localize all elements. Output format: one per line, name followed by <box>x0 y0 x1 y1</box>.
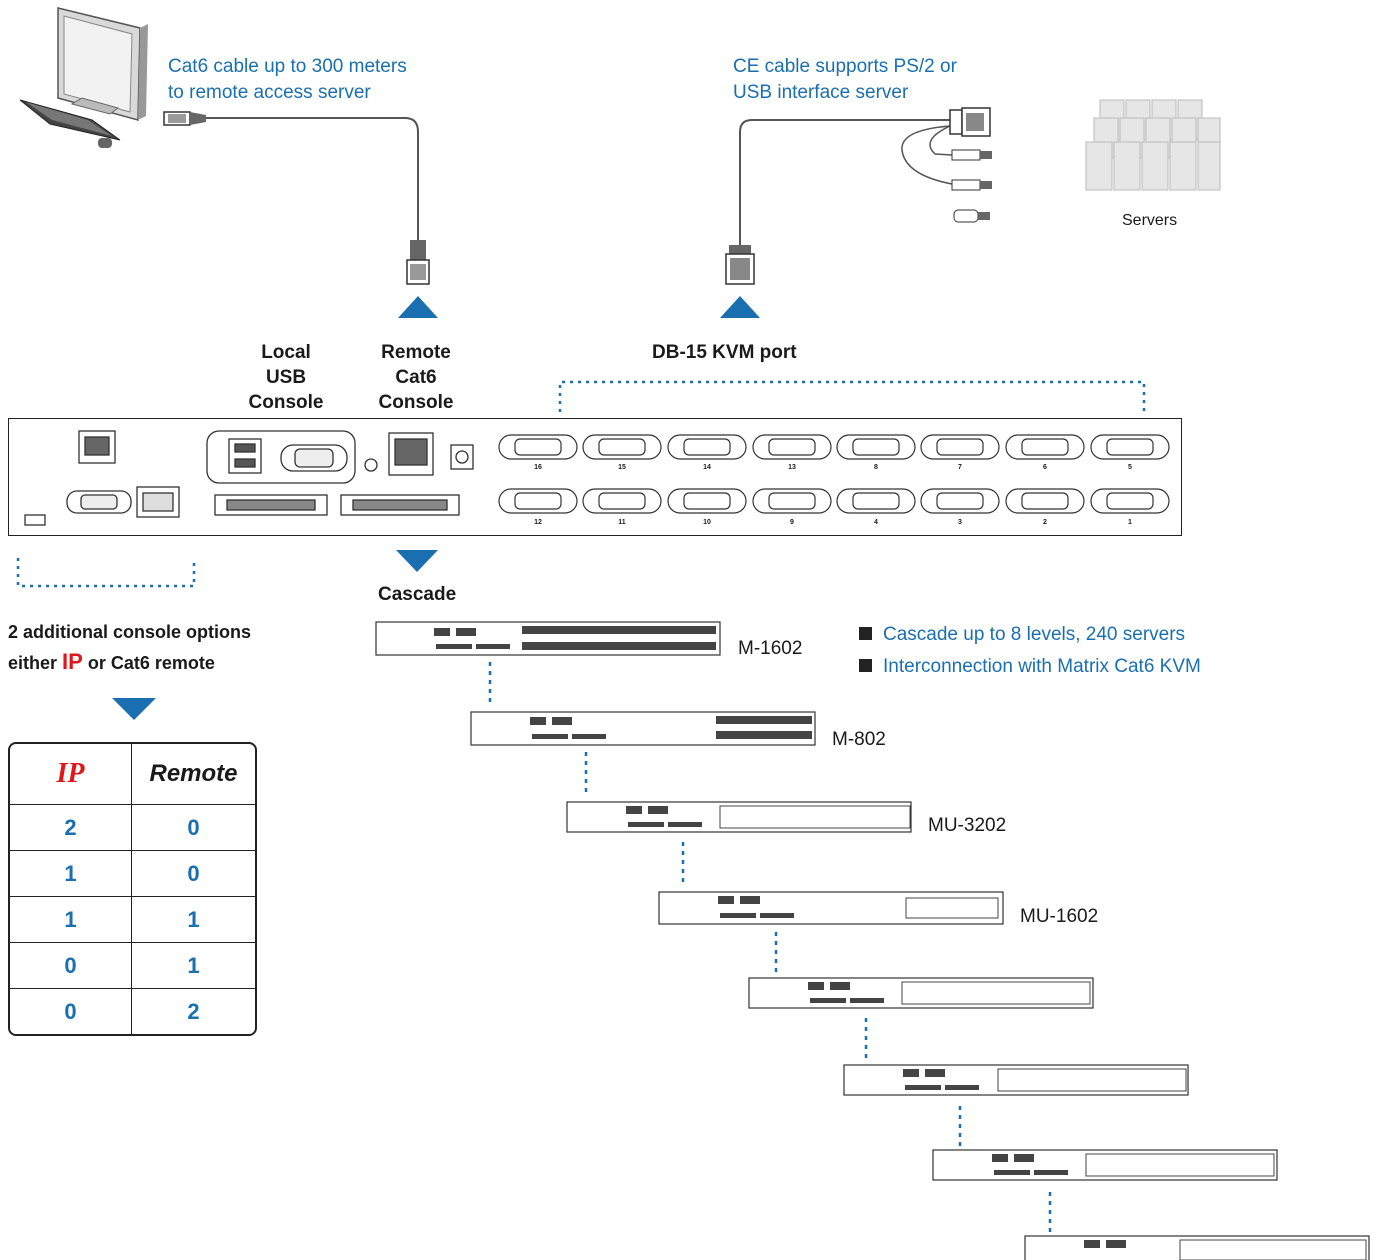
line2-suffix: or Cat6 remote <box>82 653 215 673</box>
remote-line3: Console <box>378 392 454 413</box>
port-number: 14 <box>703 464 711 471</box>
ip-cell: 2 <box>10 805 132 851</box>
line2-prefix: either <box>8 653 63 673</box>
servers-label: Servers <box>1122 212 1178 229</box>
line2-ip: IP <box>62 649 83 674</box>
db15-bracket <box>558 380 1146 412</box>
model-label-m802: M-802 <box>832 729 886 750</box>
cascade-label: Cascade <box>378 584 457 605</box>
local-usb-console-label: Local USB Console <box>236 340 336 415</box>
model-label-mu3202: MU-3202 <box>928 815 1007 836</box>
ip-cell: 1 <box>10 897 132 943</box>
port-number: 5 <box>1128 464 1132 471</box>
cat6-note: Cat6 cable up to 300 meters to remote ac… <box>168 54 407 106</box>
down-arrow-icon <box>112 698 156 720</box>
cascade-devices <box>375 621 1370 1260</box>
remote-column-header: Remote <box>132 744 255 805</box>
kvm-rear-panel: 16 15 14 13 8 7 6 5 12 11 10 9 4 3 2 1 <box>8 418 1182 536</box>
port-number: 6 <box>1043 464 1047 471</box>
remote-cat6-console-label: Remote Cat6 Console <box>366 340 466 415</box>
local-line3: Console <box>248 392 324 413</box>
remote-line1: Remote <box>381 342 451 363</box>
bullet-square-icon <box>859 627 872 640</box>
port-number: 8 <box>874 464 878 471</box>
cascade-device-ports <box>434 626 1367 1260</box>
bullet-item: Cascade up to 8 levels, 240 servers <box>859 624 1185 646</box>
computer-icon <box>19 7 148 148</box>
port-number: 7 <box>958 464 962 471</box>
port-number: 13 <box>788 464 796 471</box>
ce-note-line2: USB interface server <box>733 82 909 103</box>
vga-connector-icon <box>725 107 991 285</box>
up-arrow-icon <box>720 296 760 318</box>
console-options-line2: either IP or Cat6 remote <box>8 647 251 678</box>
ip-cell: 0 <box>10 943 132 989</box>
bullet-item: Interconnection with Matrix Cat6 KVM <box>859 656 1201 678</box>
panel-ports <box>24 430 1170 526</box>
model-label-mu1602: MU-1602 <box>1020 906 1099 927</box>
ce-note-line1: CE cable supports PS/2 or <box>733 56 957 77</box>
console-options-bracket <box>16 558 196 588</box>
local-line1: Local <box>261 342 311 363</box>
cat6-note-line1: Cat6 cable up to 300 meters <box>168 56 407 77</box>
up-arrow-icon <box>398 296 438 318</box>
remote-line2: Cat6 <box>395 367 437 388</box>
rj45-connector-icon <box>163 111 430 285</box>
db15-kvm-port-label: DB-15 KVM port <box>652 342 797 363</box>
ip-column-header: IP <box>10 744 132 805</box>
remote-cell: 2 <box>187 998 200 1024</box>
console-options-text: 2 additional console options either IP o… <box>8 618 251 678</box>
port-number: 11 <box>618 519 626 526</box>
port-number: 15 <box>618 464 626 471</box>
cat6-cable <box>205 117 419 240</box>
ip-cell: 1 <box>10 851 132 897</box>
port-number: 4 <box>874 519 878 526</box>
ce-cable <box>739 119 953 245</box>
down-arrow-icon <box>396 550 438 572</box>
local-line2: USB <box>265 367 307 388</box>
ce-note: CE cable supports PS/2 or USB interface … <box>733 54 957 106</box>
port-number: 9 <box>790 519 794 526</box>
remote-cell: 1 <box>132 897 255 943</box>
port-number: 1 <box>1128 519 1132 526</box>
port-number: 16 <box>534 464 542 471</box>
port-number: 10 <box>703 519 711 526</box>
port-number: 12 <box>534 519 542 526</box>
bullet-text: Interconnection with Matrix Cat6 KVM <box>883 656 1201 677</box>
bullet-square-icon <box>859 659 872 672</box>
cat6-note-line2: to remote access server <box>168 82 371 103</box>
ip-cell: 0 <box>10 989 132 1034</box>
servers-icon <box>1085 99 1221 191</box>
db15-ports <box>498 434 1170 514</box>
port-number: 2 <box>1043 519 1047 526</box>
console-options-line1: 2 additional console options <box>8 622 252 642</box>
model-label-m1602: M-1602 <box>738 638 803 659</box>
remote-cell: 0 <box>132 805 255 851</box>
port-number: 3 <box>958 519 962 526</box>
usb-connector-icon <box>951 149 992 223</box>
table-header-row: IP Remote <box>10 744 255 805</box>
cascade-links <box>488 662 1052 1234</box>
remote-cell: 0 <box>132 851 255 897</box>
remote-cell: 1 <box>132 943 255 989</box>
bullet-text: Cascade up to 8 levels, 240 servers <box>883 624 1186 645</box>
